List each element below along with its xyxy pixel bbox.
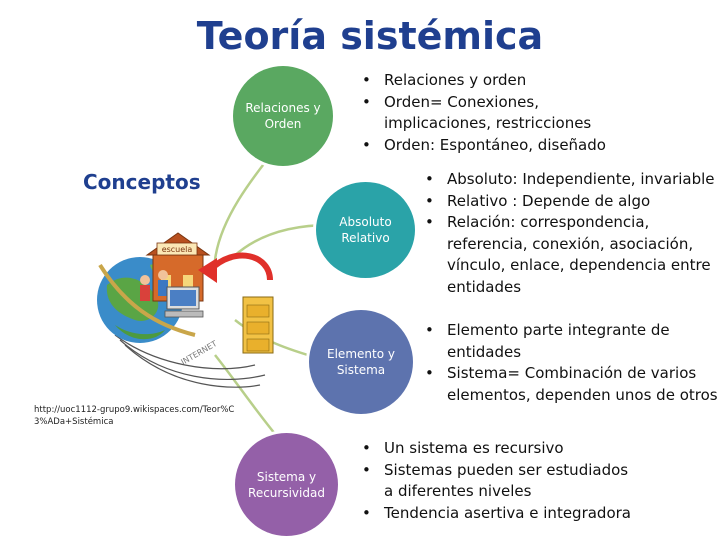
- bullet-item: Tendencia asertiva e integradora: [360, 503, 720, 525]
- road-text: INTERNET: [180, 339, 219, 367]
- bullet-item: Orden: Espontáneo, diseñado: [360, 135, 720, 157]
- bullets-relaciones-orden: Relaciones y orden Orden= Conexiones, im…: [360, 70, 720, 156]
- node-relaciones-orden: Relaciones y Orden: [233, 66, 333, 166]
- network-illustration: escuela INTERNET: [97, 232, 274, 388]
- child-icon: [140, 275, 150, 285]
- node-label: Absoluto Relativo: [339, 215, 392, 245]
- school-icon: escuela: [145, 232, 211, 302]
- bullet-item: Orden= Conexiones, implicaciones, restri…: [360, 92, 720, 135]
- node-label: Elemento y Sistema: [327, 347, 395, 377]
- node-elemento-sistema: Elemento y Sistema: [309, 310, 413, 414]
- computer-icon: [164, 286, 204, 318]
- conceptos-label: Conceptos: [83, 170, 201, 194]
- archive-icon: [242, 296, 274, 354]
- bullet-item: Relaciones y orden: [360, 70, 720, 92]
- node-label: Sistema y Recursividad: [248, 469, 325, 500]
- bullet-item: Sistema= Combinación de varios elementos…: [423, 363, 720, 406]
- bullets-elemento-sistema: Elemento parte integrante de entidades S…: [423, 320, 720, 406]
- page-title: Teoría sistémica: [196, 14, 544, 58]
- bullets-sistema-recursividad: Un sistema es recursivo Sistemas pueden …: [360, 438, 720, 524]
- arrow-icon: [207, 252, 273, 281]
- school-sign: escuela: [162, 245, 193, 254]
- bullet-item: Un sistema es recursivo: [360, 438, 720, 460]
- bullet-item: Absoluto: Independiente, invariable: [423, 169, 720, 191]
- bullet-item: Relativo : Depende de algo: [423, 191, 720, 213]
- bullets-absoluto-relativo: Absoluto: Independiente, invariable Rela…: [423, 169, 720, 298]
- connector-arc: [214, 354, 281, 441]
- node-absoluto-relativo: Absoluto Relativo: [316, 182, 415, 278]
- source-url[interactable]: http://uoc1112-grupo9.wikispaces.com/Teo…: [34, 405, 235, 427]
- node-label: Relaciones y Orden: [245, 101, 321, 131]
- bullet-item: Relación: correspondencia, referencia, c…: [423, 212, 720, 298]
- bullet-item: Elemento parte integrante de entidades: [423, 320, 720, 363]
- node-sistema-recursividad: Sistema y Recursividad: [235, 433, 338, 536]
- bullet-item: Sistemas pueden ser estudiados a diferen…: [360, 460, 720, 503]
